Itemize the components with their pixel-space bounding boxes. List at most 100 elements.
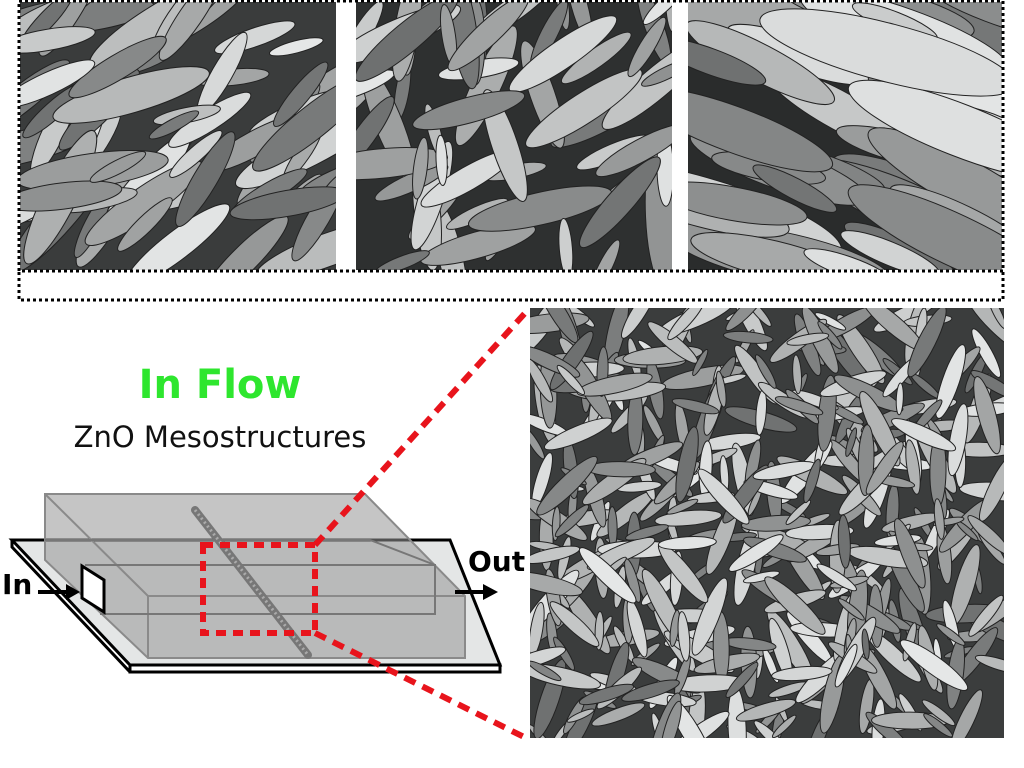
crystal-rod: [642, 2, 672, 25]
crystal-rod: [857, 424, 875, 497]
crystal-rod: [968, 594, 1004, 637]
sem-closeup-3: [688, 2, 1002, 270]
crystal-rod: [764, 576, 826, 635]
crystal-rod: [836, 314, 886, 385]
crystal-rod: [530, 660, 562, 682]
crystal-rod: [576, 372, 653, 397]
inlet-port: [80, 563, 106, 615]
crystal-rod: [20, 26, 96, 54]
crystal-rod: [950, 689, 983, 738]
crystal-rod: [125, 203, 231, 270]
crystal-rod: [715, 370, 727, 408]
crystal-rod: [412, 90, 526, 131]
crystal-rod: [722, 330, 774, 344]
crystal-rod: [578, 547, 637, 604]
channel: [85, 564, 436, 615]
crystal-rod: [374, 250, 430, 270]
crystal-rod: [899, 639, 969, 691]
crystal-rod: [566, 708, 595, 723]
crystal-rod: [735, 698, 797, 722]
sem-overview: [530, 308, 1004, 738]
crystal-rod: [786, 332, 830, 346]
crystal-rod: [907, 308, 947, 378]
crystal-rod: [578, 156, 661, 249]
crystal-rod: [356, 96, 395, 175]
crystal-rod: [52, 66, 210, 124]
crystal-rod: [273, 61, 329, 128]
crystal-rod: [891, 418, 957, 452]
crystal-rod: [20, 59, 96, 109]
microfluidic-device-diagram: [8, 493, 503, 674]
crystal-rod: [803, 248, 893, 270]
crystal-rod: [837, 514, 851, 569]
figure-title: In Flow: [138, 362, 302, 408]
crystal-rod: [158, 2, 223, 61]
crystal-rod: [549, 601, 600, 647]
crystal-rod: [861, 628, 870, 660]
crystal-rod: [556, 364, 586, 396]
crystal-rod: [621, 679, 680, 702]
crystal-rod: [837, 598, 865, 621]
crystal-rod: [148, 110, 200, 140]
crystal-rod: [435, 134, 448, 187]
sem-closeup-2: [356, 2, 672, 270]
outlet-label: Out: [468, 545, 526, 578]
zoom-region-box: [200, 542, 318, 636]
crystal-rod: [967, 515, 1004, 556]
crystal-rod: [725, 308, 767, 332]
crystal-rod: [933, 498, 945, 540]
crystal-rod: [482, 89, 528, 202]
crystal-rod: [675, 426, 699, 503]
crystal-rod: [595, 123, 672, 178]
crystal-rod: [865, 441, 904, 495]
crystal-rod: [117, 197, 173, 252]
closeup-frame: [17, 0, 1005, 273]
crystal-rod: [68, 35, 167, 99]
crystal-rod: [447, 2, 530, 72]
crystal-rod: [752, 164, 838, 213]
crystal-rod: [688, 87, 834, 173]
crystal-rod: [691, 577, 728, 656]
crystal-rod: [970, 370, 1004, 400]
crystal-rod: [913, 2, 1002, 39]
figure-subtitle: ZnO Mesostructures: [73, 420, 367, 454]
crystal-rod: [690, 232, 857, 270]
crystal-rod: [947, 403, 969, 477]
crystal-rod: [803, 458, 821, 504]
crystal-rod: [847, 184, 1002, 270]
crystal-rod: [657, 536, 717, 551]
crystal-rod: [589, 239, 621, 270]
inlet-label: In: [2, 568, 33, 601]
crystal-rod: [728, 534, 784, 572]
crystal-rod: [667, 308, 705, 341]
crystal-rod: [627, 16, 667, 78]
crystal-rod: [840, 230, 940, 270]
crystal-rod: [973, 376, 1001, 455]
crystal-rod: [356, 2, 459, 82]
crystal-rod: [412, 136, 429, 200]
crystal-rod: [530, 357, 554, 403]
crystal-rod: [987, 308, 1004, 330]
crystal-rod: [536, 456, 598, 516]
crystal-rod: [845, 427, 858, 457]
crystal-rod: [742, 570, 780, 584]
crystal-rod: [268, 37, 324, 57]
crystal-rod: [660, 700, 682, 738]
crystal-rod: [759, 8, 1002, 97]
crystal-rod: [671, 398, 720, 415]
zoom-connector-red-top: [312, 309, 529, 548]
crystal-rod: [895, 382, 904, 416]
crystal-rod: [905, 439, 921, 495]
crystal-rod: [688, 181, 808, 226]
crystal-rod: [921, 699, 956, 727]
crystal-rod: [755, 354, 777, 389]
crystal-rod: [591, 702, 646, 727]
crystal-rod: [641, 59, 672, 87]
crystal-rod: [229, 186, 336, 221]
crystal-rod: [621, 308, 658, 339]
crystal-rod: [625, 524, 669, 541]
crystal-rod: [974, 654, 1004, 675]
crystal-rod: [525, 68, 643, 149]
crystal-rod: [558, 218, 574, 270]
